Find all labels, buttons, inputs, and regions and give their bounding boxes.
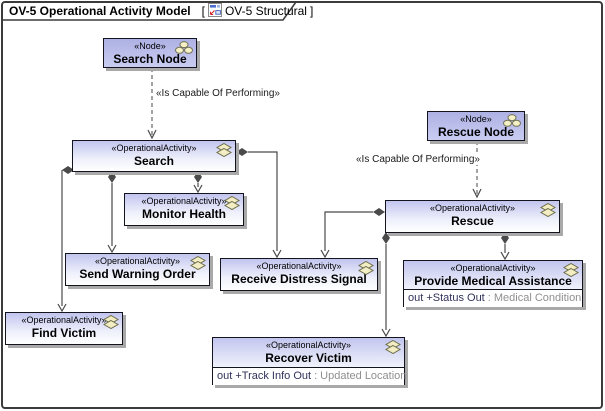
activity-decomposition-icon	[539, 202, 557, 218]
activity-decomposition-icon	[223, 195, 241, 211]
activity-decomposition-icon	[384, 339, 402, 355]
node-icon	[503, 114, 521, 127]
activity-name: Find Victim	[31, 326, 97, 340]
activity-name: Search	[133, 154, 175, 168]
flow-property-type: : Medical Condition	[487, 292, 582, 304]
activity-decomposition-icon	[215, 142, 233, 158]
activity-decomposition-icon	[189, 255, 207, 271]
activity-name: Recover Victim	[265, 351, 352, 365]
stereotype-label: «OperationalActivity»	[265, 340, 352, 350]
flow-property-name: out +Status Out	[408, 292, 485, 304]
stereotype-label: «OperationalActivity»	[429, 203, 516, 213]
bracket-close: ]	[309, 4, 314, 18]
is-capable-label-search[interactable]: «Is Capable Of Performing»	[156, 88, 280, 99]
stereotype-label: «OperationalActivity»	[450, 263, 536, 273]
activity-receive-distress-signal[interactable]: «OperationalActivity» Receive Distress S…	[220, 258, 378, 291]
stereotype-label: «OperationalActivity»	[111, 143, 197, 153]
activity-decomposition-icon	[562, 262, 580, 278]
activity-provide-medical-assistance[interactable]: «OperationalActivity» Provide Medical As…	[403, 260, 583, 307]
diagram-icon	[207, 3, 222, 20]
flow-property-type: : Updated Location	[314, 370, 407, 382]
activity-decomposition-icon	[357, 260, 375, 276]
diagram-title: OV-5 Operational Activity Model	[9, 4, 191, 18]
activity-name: Rescue	[451, 214, 494, 228]
node-icon	[175, 41, 193, 54]
stereotype-label: «OperationalActivity»	[94, 256, 181, 266]
stereotype-label: «Node»	[460, 114, 492, 124]
activity-name: Monitor Health	[142, 207, 226, 221]
activity-search[interactable]: «OperationalActivity» Search	[72, 140, 236, 172]
node-search-node[interactable]: «Node» Search Node	[103, 38, 197, 68]
node-name: Rescue Node	[437, 125, 515, 139]
diagram-context-name: OV-5 Structural	[224, 4, 307, 18]
activity-decomposition-icon	[102, 314, 120, 330]
node-name: Search Node	[113, 52, 187, 66]
stereotype-label: «OperationalActivity»	[21, 315, 107, 325]
stereotype-label: «OperationalActivity»	[256, 261, 342, 271]
flow-property-name: out +Track Info Out	[217, 370, 312, 382]
activity-name: Receive Distress Signal	[231, 272, 367, 286]
activity-name: Send Warning Order	[79, 267, 196, 281]
activity-name: Provide Medical Assistance	[414, 274, 572, 288]
diagram-header: OV-5 Operational Activity Model [ OV-5 Str…	[9, 3, 316, 19]
stereotype-label: «OperationalActivity»	[141, 196, 227, 206]
activity-monitor-health[interactable]: «OperationalActivity» Monitor Health	[124, 193, 244, 226]
activity-recover-victim[interactable]: «OperationalActivity» Recover Victim out…	[212, 337, 407, 385]
activity-send-warning-order[interactable]: «OperationalActivity» Send Warning Order	[65, 253, 210, 286]
activity-rescue[interactable]: «OperationalActivity» Rescue	[385, 200, 560, 233]
node-rescue-node[interactable]: «Node» Rescue Node	[427, 111, 525, 141]
stereotype-label: «Node»	[134, 41, 166, 51]
is-capable-label-rescue[interactable]: «Is Capable Of Performing»	[356, 154, 480, 165]
flow-property-row: out +Track Info Out: Updated Location	[213, 367, 407, 385]
activity-find-victim[interactable]: «OperationalActivity» Find Victim	[5, 312, 123, 345]
bracket-open: [	[201, 4, 205, 18]
flow-property-row: out +Status Out: Medical Condition	[404, 289, 582, 307]
